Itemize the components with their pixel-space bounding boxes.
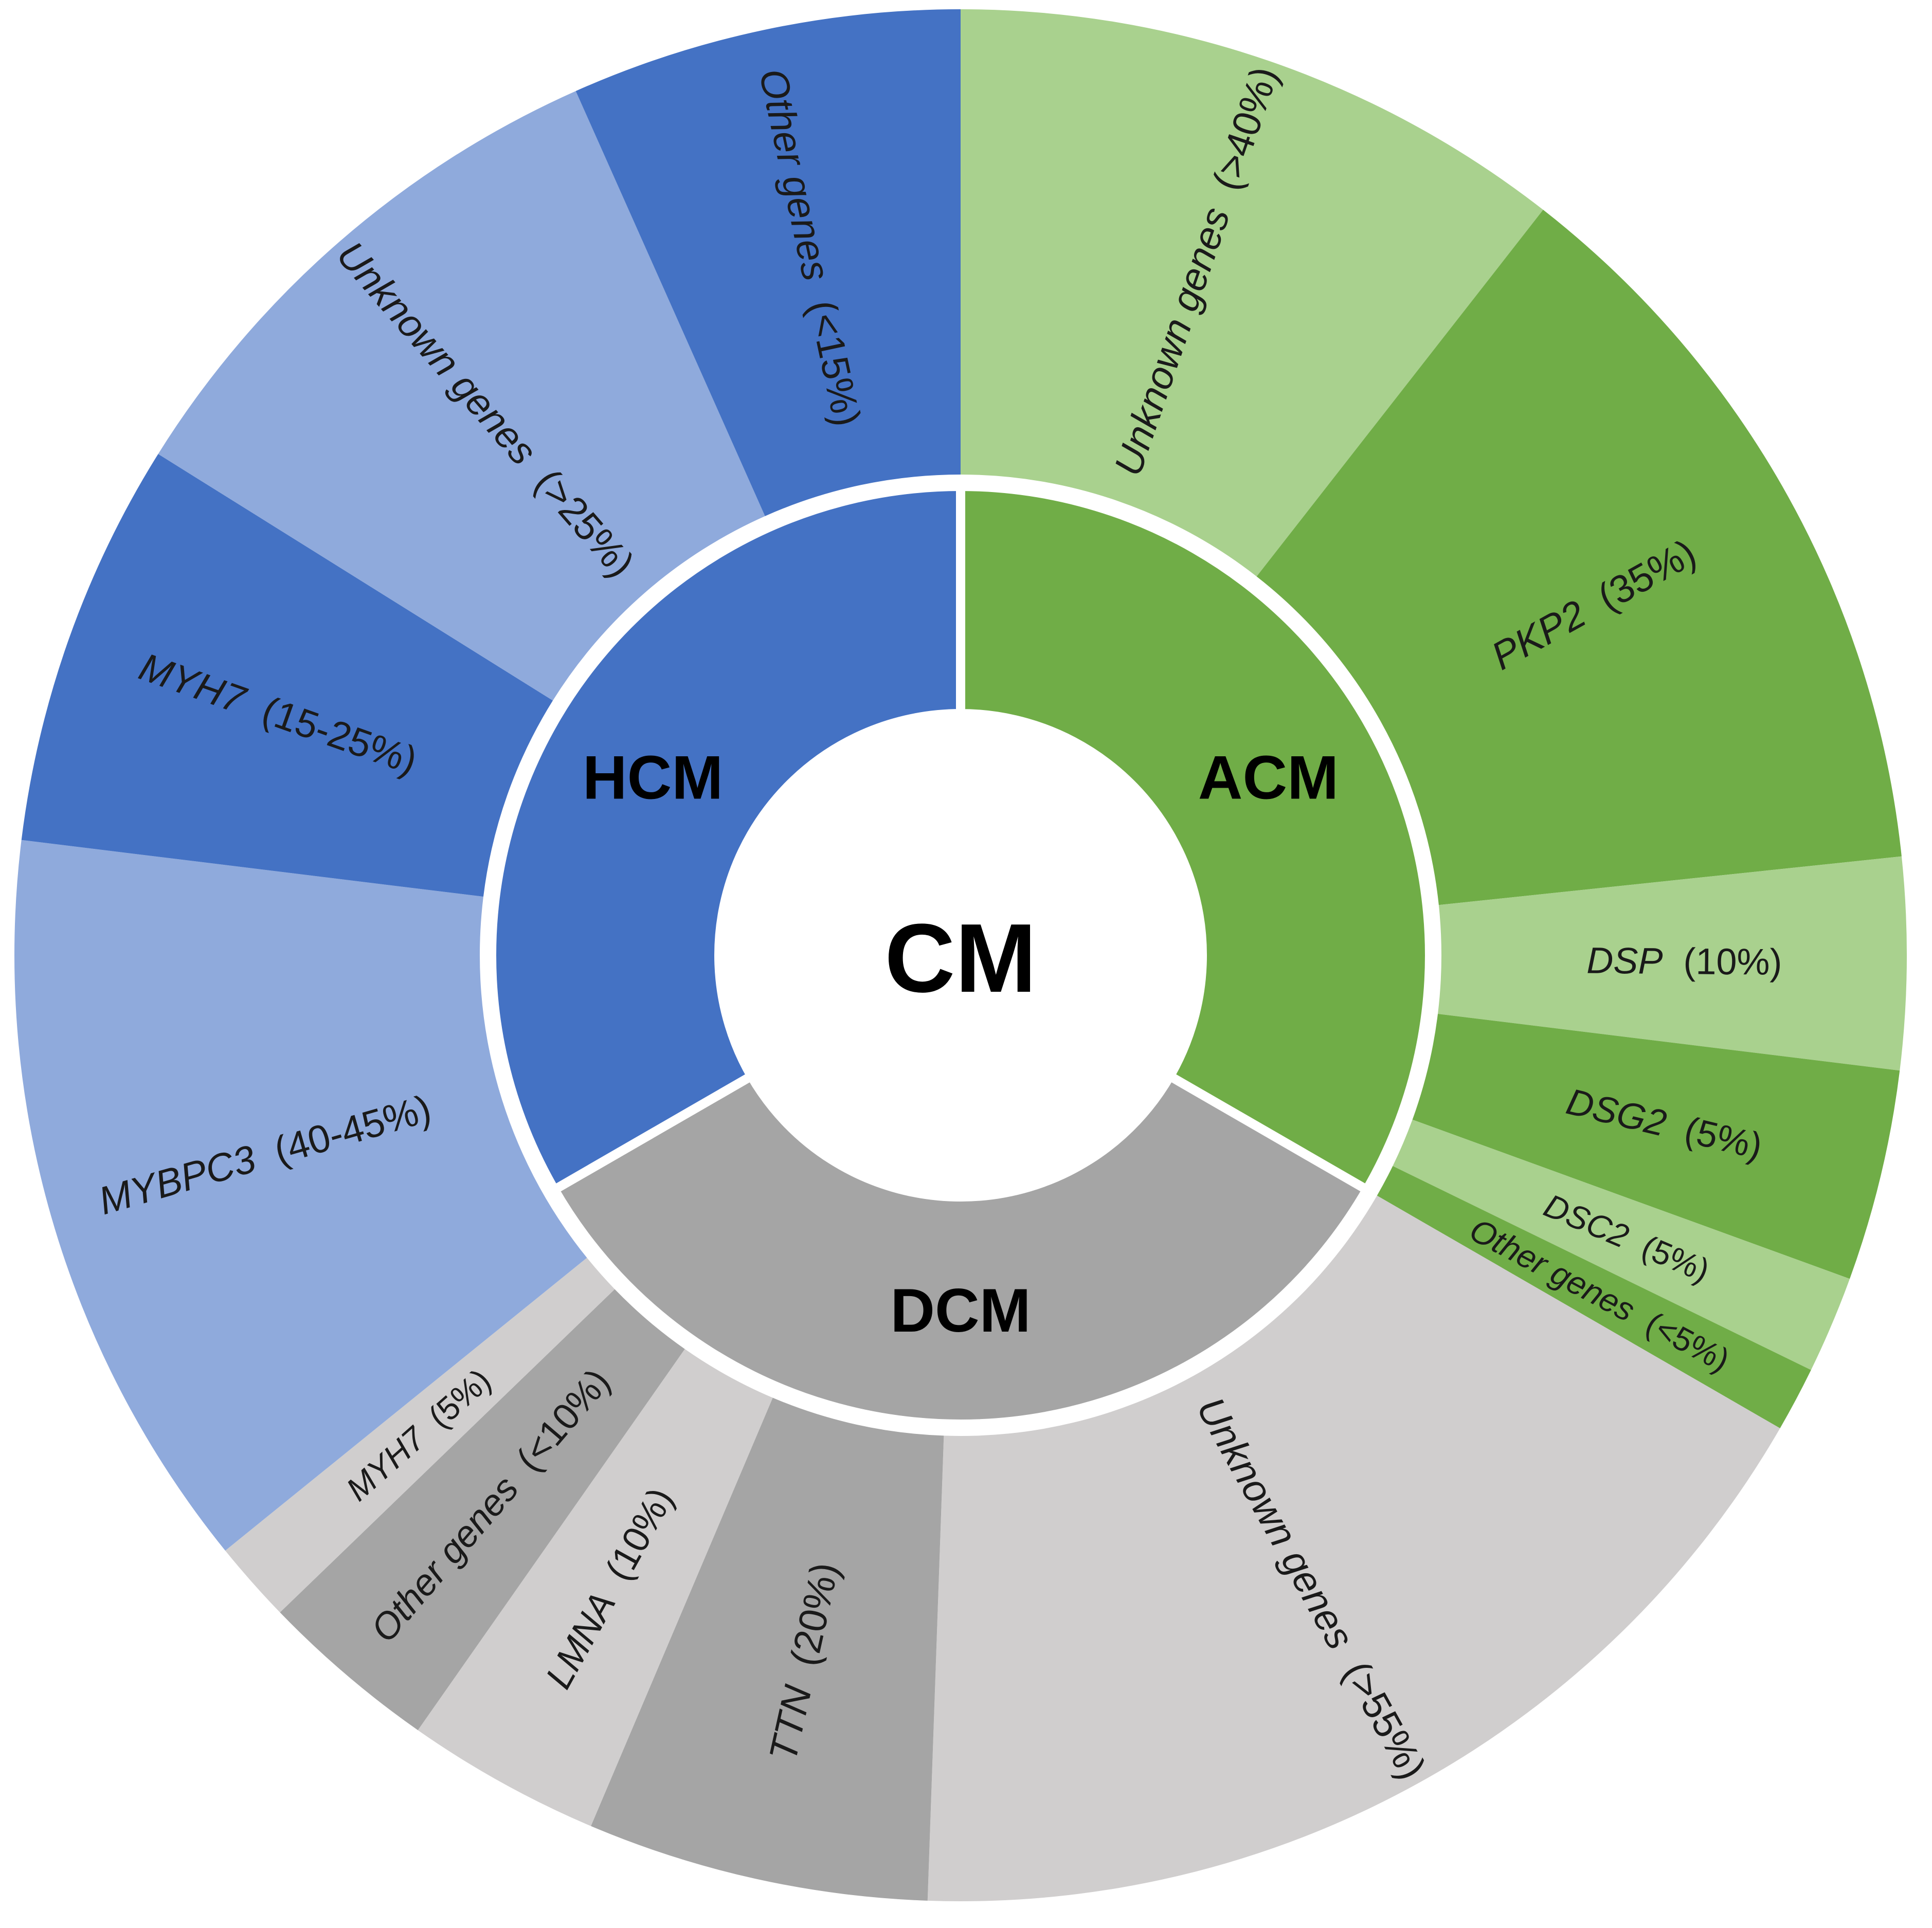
outer-wedge-hcm-myh7 bbox=[21, 453, 553, 897]
outer-wedge-acm-dsc2 bbox=[1393, 1119, 1850, 1370]
outer-wedge-hcm-unknown-genes bbox=[158, 91, 765, 701]
inner-label-acm: ACM bbox=[1198, 743, 1339, 812]
gene-name: DSP bbox=[1586, 940, 1663, 982]
inner-wedge-dcm bbox=[548, 1069, 1374, 1429]
outer-wedge-dcm-unknown-genes bbox=[927, 1195, 1780, 1901]
inner-wedge-hcm bbox=[486, 481, 965, 1196]
center-label: CM bbox=[884, 904, 1036, 1013]
outer-wedge-acm-dsg2 bbox=[1412, 1013, 1900, 1279]
outer-wedge-acm-other-genes bbox=[1377, 1166, 1811, 1428]
inner-ring bbox=[486, 481, 1435, 1429]
outer-wedge-dcm-ttn bbox=[591, 1397, 944, 1901]
outer-wedge-dcm-lmna bbox=[418, 1349, 773, 1826]
outer-ring bbox=[14, 9, 1907, 1901]
inner-label-hcm: HCM bbox=[583, 743, 723, 812]
outer-wedge-hcm-other-genes bbox=[575, 9, 961, 516]
inner-label-dcm: DCM bbox=[890, 1276, 1031, 1345]
outer-wedge-acm-dsp bbox=[1438, 856, 1907, 1071]
inner-wedge-acm bbox=[956, 481, 1435, 1196]
gene-share: (10%) bbox=[1663, 941, 1782, 983]
outer-wedge-dcm-myh7 bbox=[225, 1258, 615, 1613]
outer-wedge-acm-pkp2 bbox=[1256, 210, 1902, 905]
outer-wedge-hcm-mybpc3 bbox=[14, 840, 587, 1551]
center-circle bbox=[724, 718, 1198, 1192]
outer-label-acm-dsp: DSP (10%) bbox=[1586, 940, 1782, 983]
outer-wedge-acm-unknown-genes bbox=[961, 9, 1543, 577]
outer-wedge-dcm-other-genes bbox=[280, 1289, 685, 1731]
inner-ring-labels: ACM DCM HCM bbox=[583, 743, 1339, 1345]
